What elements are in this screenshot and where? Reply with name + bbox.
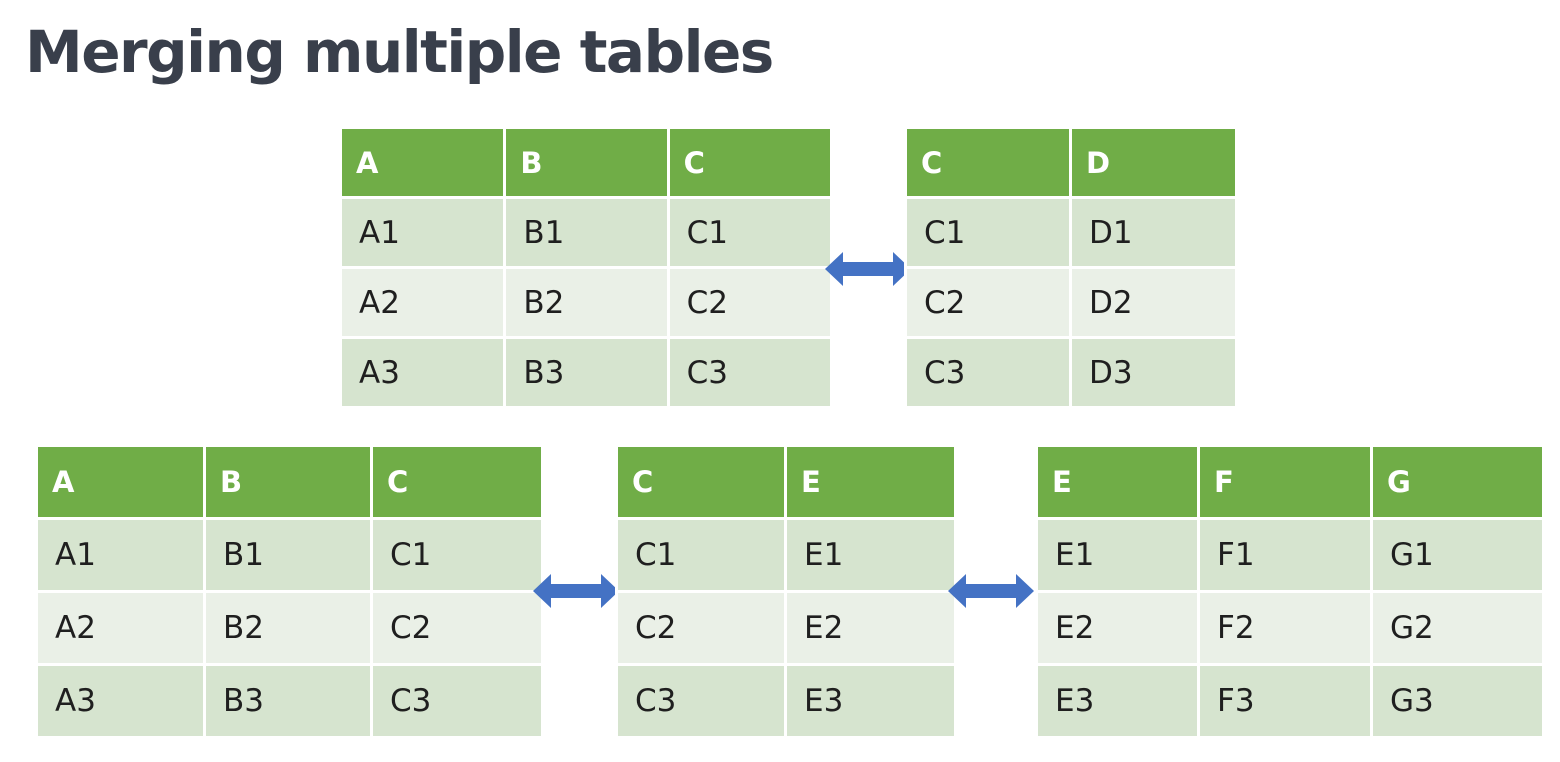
table-row: A2 B2 C2 [35,590,544,666]
table-header-row: C E [615,444,957,520]
column-header: C [370,444,544,520]
table-cell: C1 [904,196,1072,269]
table-cell: B1 [203,517,373,593]
table-cell: C3 [370,663,544,739]
table-cd: C D C1 D1 C2 D2 C3 D3 [904,126,1238,409]
table-cell: A3 [338,336,507,409]
table-cell: A2 [35,590,206,666]
column-header: C [904,126,1072,199]
table-cell: C3 [615,663,787,739]
table-row: C1 E1 [615,517,957,593]
table-cell: E3 [1035,663,1200,739]
table-row: C3 E3 [615,663,957,739]
table-row: A3 B3 C3 [338,336,834,409]
table-cell: B1 [503,196,670,269]
table-cell: C2 [370,590,544,666]
table-cell: B2 [203,590,373,666]
column-header: C [615,444,787,520]
table-cell: C3 [666,336,834,409]
table-row: C3 D3 [904,336,1238,409]
table-cell: E1 [1035,517,1200,593]
column-header: F [1197,444,1373,520]
table-cell: A1 [35,517,206,593]
table-header-row: A B C [338,126,834,199]
table-row: E1 F1 G1 [1035,517,1545,593]
table-ce: C E C1 E1 C2 E2 C3 E3 [615,444,957,739]
table-row: C2 E2 [615,590,957,666]
table-cell: C3 [904,336,1072,409]
column-header: E [1035,444,1200,520]
table-row: A2 B2 C2 [338,266,834,339]
table-cell: A3 [35,663,206,739]
table-cell: B3 [203,663,373,739]
table-cell: E1 [784,517,957,593]
table-row: A1 B1 C1 [338,196,834,269]
double-arrow-icon [533,574,619,608]
table-abc-top: A B C A1 B1 C1 A2 B2 C2 A3 B3 C3 [338,126,834,409]
table-cell: C2 [666,266,834,339]
table-cell: E3 [784,663,957,739]
table-cell: D2 [1069,266,1238,339]
column-header: D [1069,126,1238,199]
column-header: B [503,126,670,199]
table-cell: G2 [1370,590,1545,666]
table-row: C1 D1 [904,196,1238,269]
column-header: B [203,444,373,520]
double-arrow-icon [948,574,1034,608]
table-cell: D1 [1069,196,1238,269]
table-cell: C1 [666,196,834,269]
table-efg: E F G E1 F1 G1 E2 F2 G2 E3 F3 G3 [1035,444,1545,739]
double-arrow-icon [825,252,911,286]
table-cell: E2 [784,590,957,666]
table-cell: B2 [503,266,670,339]
table-cell: C1 [615,517,787,593]
column-header: C [666,126,834,199]
table-cell: A1 [338,196,507,269]
column-header: A [338,126,507,199]
table-row: A3 B3 C3 [35,663,544,739]
table-header-row: E F G [1035,444,1545,520]
table-cell: F2 [1197,590,1373,666]
page-title: Merging multiple tables [25,18,774,86]
table-abc-bottom: A B C A1 B1 C1 A2 B2 C2 A3 B3 C3 [35,444,544,739]
table-cell: A2 [338,266,507,339]
table-cell: D3 [1069,336,1238,409]
table-cell: G3 [1370,663,1545,739]
table-cell: C2 [904,266,1072,339]
table-header-row: A B C [35,444,544,520]
table-row: E3 F3 G3 [1035,663,1545,739]
table-cell: C1 [370,517,544,593]
table-cell: E2 [1035,590,1200,666]
table-header-row: C D [904,126,1238,199]
column-header: G [1370,444,1545,520]
table-row: A1 B1 C1 [35,517,544,593]
table-cell: G1 [1370,517,1545,593]
table-cell: C2 [615,590,787,666]
table-row: C2 D2 [904,266,1238,339]
table-cell: F1 [1197,517,1373,593]
column-header: A [35,444,206,520]
table-cell: B3 [503,336,670,409]
table-row: E2 F2 G2 [1035,590,1545,666]
table-cell: F3 [1197,663,1373,739]
column-header: E [784,444,957,520]
